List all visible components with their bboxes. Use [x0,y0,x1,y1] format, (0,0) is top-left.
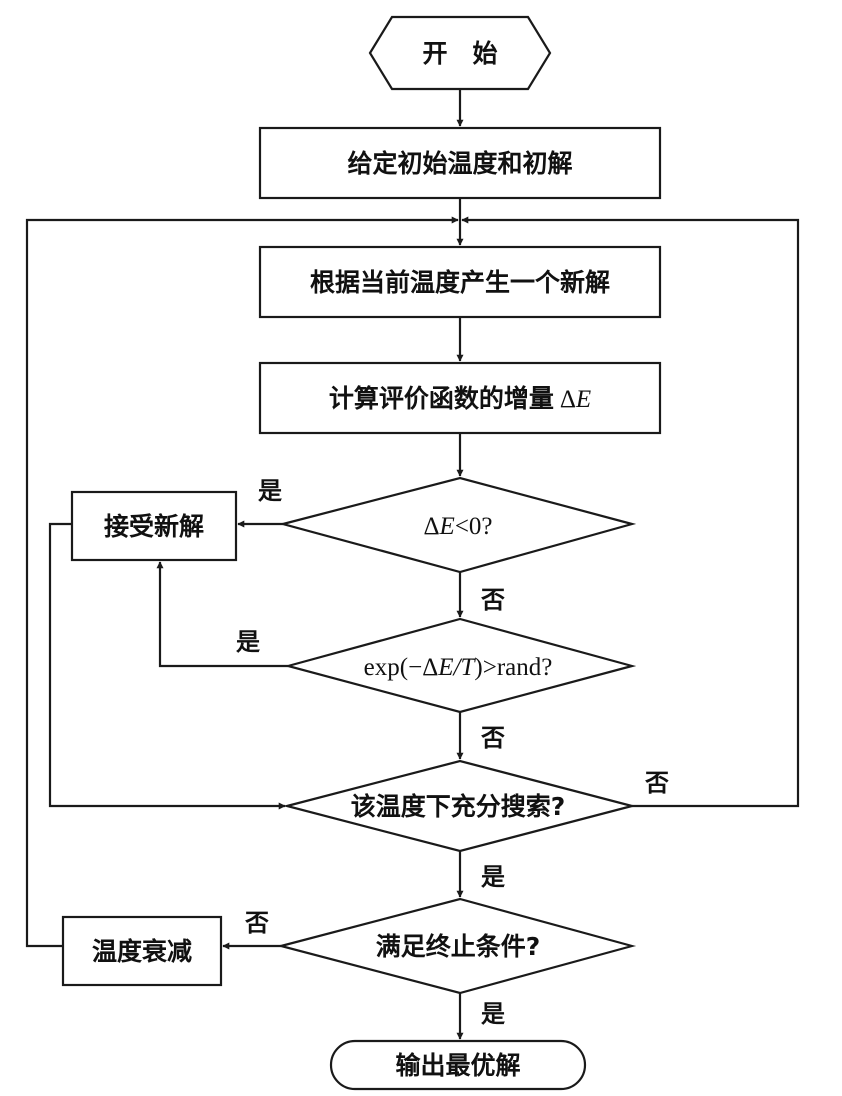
decay-label: 温度衰减 [92,937,192,966]
edge-label-cond4-yes: 是 [481,1000,505,1028]
decay-box: 温度衰减 [61,915,223,987]
generate-label: 根据当前温度产生一个新解 [310,268,610,297]
cond2-label: exp(−ΔE/T)>rand? [364,654,553,681]
cond2-delta: Δ [422,654,438,681]
init-box: 给定初始温度和初解 [258,126,662,200]
start-node: 开 始 [368,15,552,91]
cond3-label: 该温度下充分搜索? [351,792,566,821]
accept-label: 接受新解 [104,512,204,541]
end-node: 输出最优解 [329,1039,587,1091]
cond1-delta: Δ [423,513,439,540]
arrow-accept-to-cond3 [48,522,286,810]
compute-var: E [575,386,591,413]
edge-label-cond2-yes: 是 [236,628,260,656]
generate-box: 根据当前温度产生一个新解 [258,245,662,319]
cond2-pre: exp(− [364,654,423,681]
edge-label-cond4-no: 否 [244,909,269,937]
arrow-decay-loop [25,216,459,948]
compute-text: 计算评价函数的增量 [329,384,554,413]
edge-label-cond2-no: 否 [480,724,505,752]
cond2-diamond: exp(−ΔE/T)>rand? [283,617,637,714]
cond2-post: )>rand? [474,654,552,681]
edge-label-cond1-yes: 是 [258,477,282,505]
arrow-cond2-yes-to-accept [156,561,288,668]
edge-label-cond3-no: 否 [644,769,669,797]
cond1-diamond: ΔE<0? [278,476,637,574]
end-label: 输出最优解 [395,1051,520,1080]
accept-box: 接受新解 [70,490,238,562]
cond2-var: E/T [437,654,476,681]
cond1-rest: <0? [455,513,493,540]
start-label: 开 始 [422,39,497,68]
arrow-cond3-no-loop [461,216,800,808]
cond4-label: 满足终止条件? [376,932,541,961]
cond1-var: E [439,513,455,540]
cond4-diamond: 满足终止条件? [276,897,637,995]
edge-label-cond1-no: 否 [480,586,505,614]
cond3-diamond: 该温度下充分搜索? [282,759,637,853]
cond1-label: ΔE<0? [423,513,492,540]
compute-delta: Δ [560,386,576,413]
edge-label-cond3-yes: 是 [481,863,505,891]
init-label: 给定初始温度和初解 [347,149,572,178]
